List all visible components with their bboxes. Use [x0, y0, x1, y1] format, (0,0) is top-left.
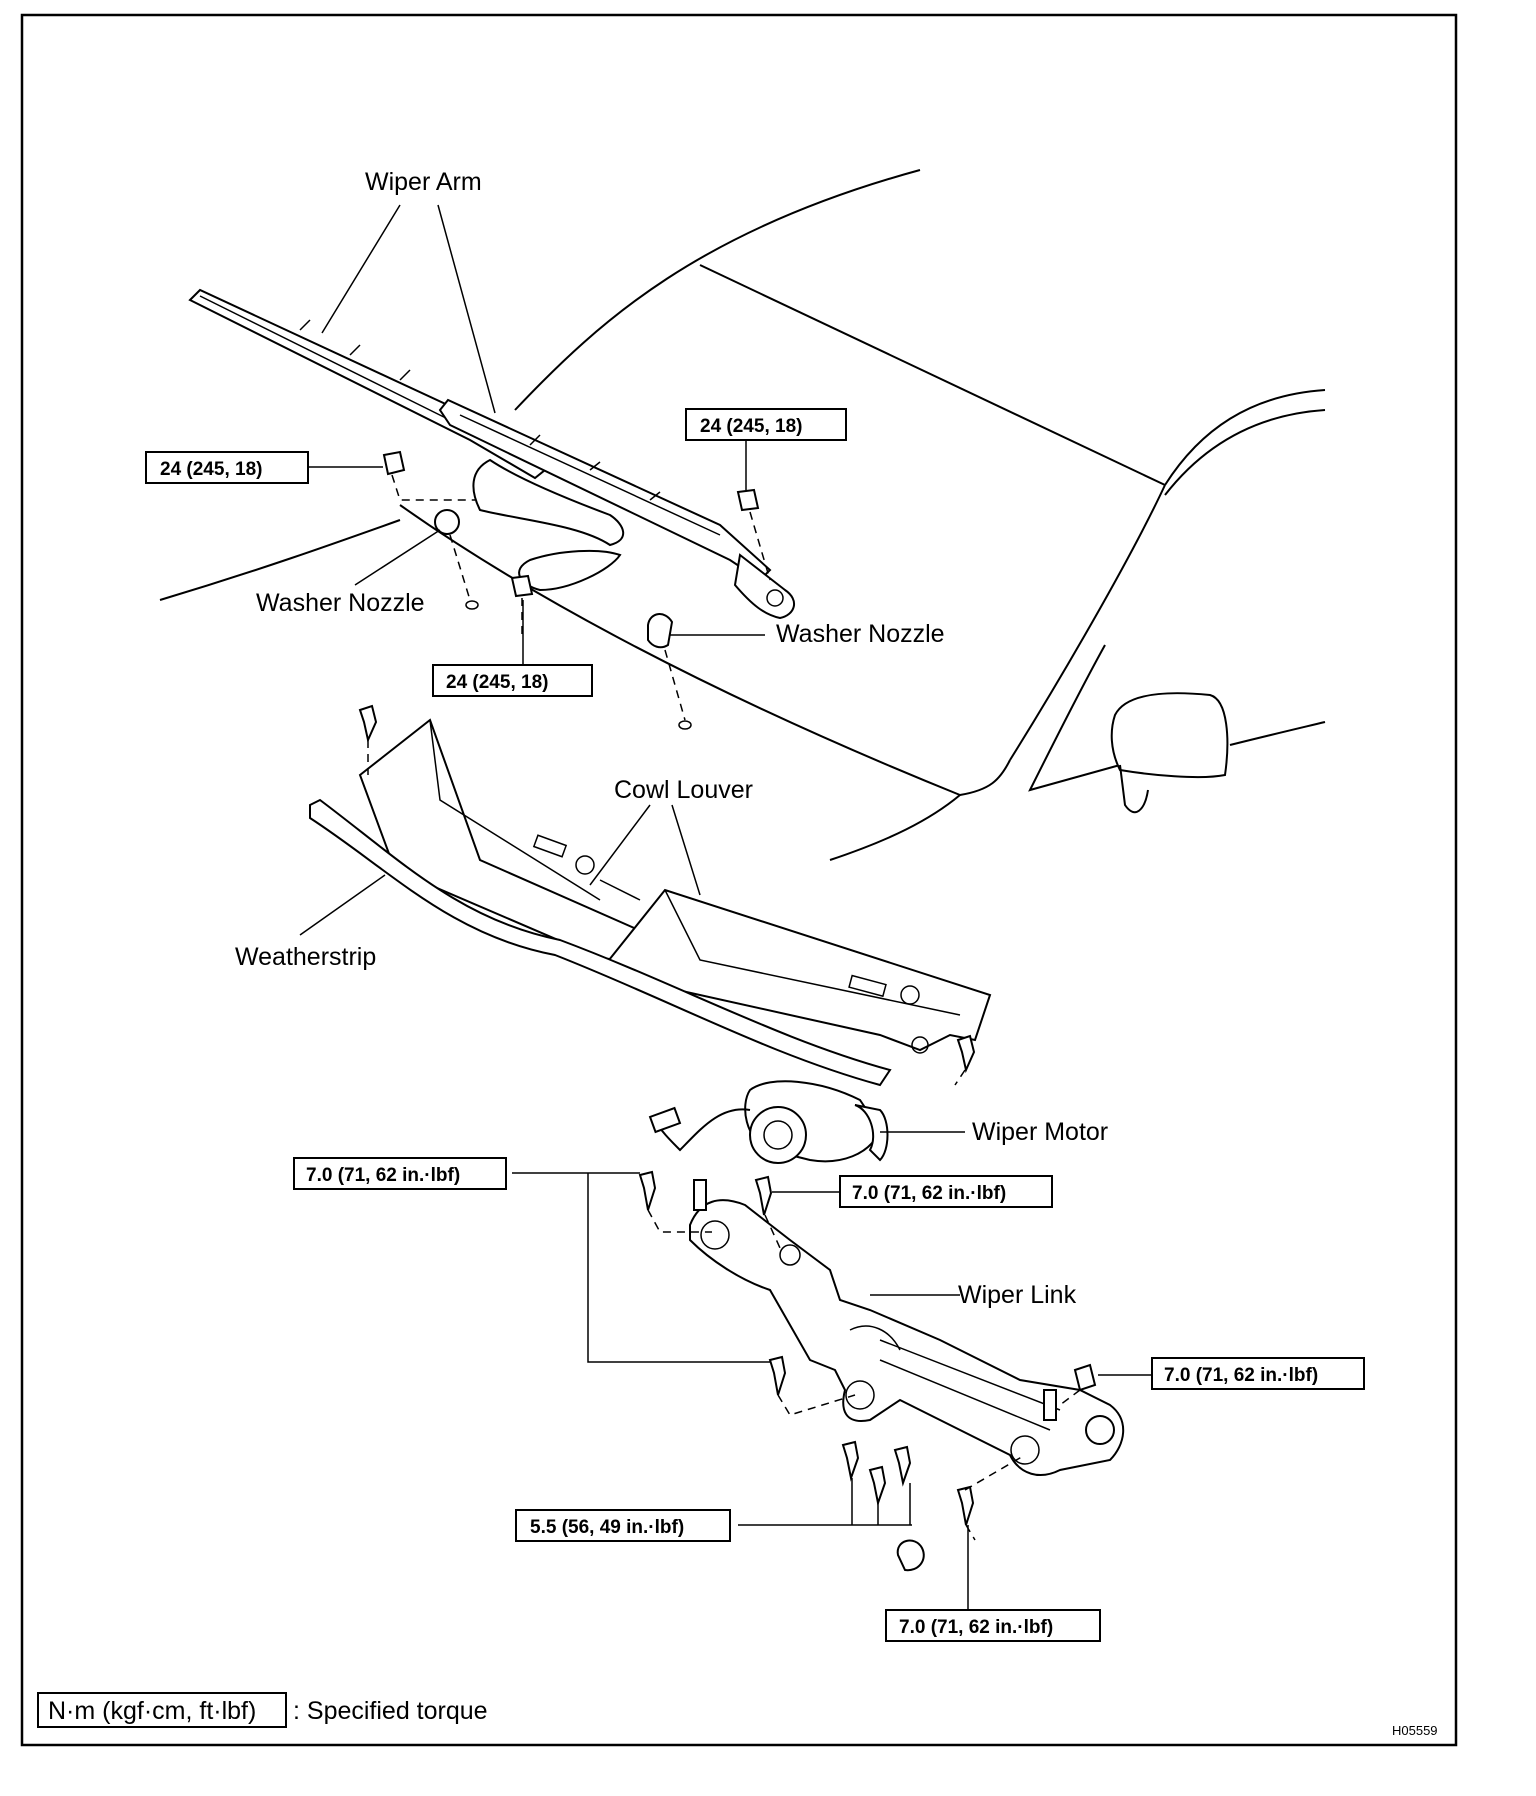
- arm-nut-center: [510, 574, 534, 640]
- torque-box-bracket: 5.5 (56, 49 in.·lbf): [515, 1509, 731, 1542]
- label-washer-nozzle-left: Washer Nozzle: [256, 589, 425, 617]
- label-wiper-link: Wiper Link: [958, 1281, 1077, 1309]
- torque-legend: N·m (kgf·cm, ft·lbf) : Specified torque: [37, 1692, 488, 1728]
- bracket-bolts: [841, 1440, 1026, 1541]
- torque-box-arm-center: 24 (245, 18): [432, 664, 593, 697]
- legend-text: : Specified torque: [293, 1697, 488, 1725]
- torque-value-bracket: 5.5 (56, 49 in.·lbf): [530, 1517, 684, 1538]
- cowl-louver-right: [603, 888, 992, 1054]
- torque-box-motor: 7.0 (71, 62 in.·lbf): [839, 1175, 1053, 1208]
- wiper-arm-leader-lines: [321, 204, 496, 414]
- weatherstrip-leader: [299, 874, 386, 936]
- cowl-clip-right: [954, 1034, 976, 1086]
- washer-nozzle-left-leader: [354, 529, 441, 586]
- torque-link-left-leader: [512, 1172, 770, 1363]
- figure-id: H05559: [1392, 1723, 1438, 1738]
- link-bolt-top-left: [638, 1170, 712, 1233]
- torque-box-arm-right: 24 (245, 18): [685, 408, 847, 441]
- torque-box-link-right: 7.0 (71, 62 in.·lbf): [1151, 1357, 1365, 1390]
- torque-value-arm-left: 24 (245, 18): [160, 459, 262, 480]
- torque-value-arm-right: 24 (245, 18): [700, 416, 802, 437]
- wiper-arm-left: [188, 288, 625, 592]
- link-bolt-right: [1059, 1363, 1097, 1406]
- label-cowl-louver: Cowl Louver: [614, 776, 753, 804]
- washer-nozzle-right: [647, 613, 692, 730]
- cowl-clip-left: [358, 704, 378, 775]
- washer-nozzle-left: [434, 509, 479, 610]
- legend-unit: N·m (kgf·cm, ft·lbf): [48, 1697, 256, 1725]
- torque-bracket-leader: [738, 1478, 912, 1526]
- torque-value-link-left: 7.0 (71, 62 in.·lbf): [306, 1165, 460, 1186]
- wiper-arm-right: [438, 398, 795, 620]
- page-frame: [20, 13, 1458, 1747]
- cowl-louver-leader-lines: [589, 804, 701, 896]
- grommet: [896, 1539, 925, 1572]
- label-wiper-arm: Wiper Arm: [365, 168, 482, 196]
- torque-value-link-bottom: 7.0 (71, 62 in.·lbf): [899, 1617, 1053, 1638]
- label-wiper-motor: Wiper Motor: [972, 1118, 1108, 1146]
- arm-nut-left: [382, 450, 475, 501]
- wiper-link-part: [689, 1179, 1125, 1476]
- torque-box-link-left: 7.0 (71, 62 in.·lbf): [293, 1157, 507, 1190]
- torque-box-arm-left: 24 (245, 18): [145, 451, 309, 484]
- weatherstrip-part: [309, 798, 892, 1087]
- arm-nut-right: [736, 488, 771, 581]
- link-bolt-motor: [754, 1175, 781, 1249]
- label-weatherstrip: Weatherstrip: [235, 943, 376, 971]
- vehicle-body-outline: [159, 169, 1326, 861]
- torque-box-link-bottom: 7.0 (71, 62 in.·lbf): [885, 1609, 1101, 1642]
- torque-value-link-right: 7.0 (71, 62 in.·lbf): [1164, 1365, 1318, 1386]
- torque-value-arm-center: 24 (245, 18): [446, 672, 548, 693]
- wiper-motor-part: [648, 1080, 889, 1164]
- link-bolt-lower-left: [768, 1355, 856, 1416]
- torque-value-motor: 7.0 (71, 62 in.·lbf): [852, 1183, 1006, 1204]
- label-washer-nozzle-right: Washer Nozzle: [776, 620, 945, 648]
